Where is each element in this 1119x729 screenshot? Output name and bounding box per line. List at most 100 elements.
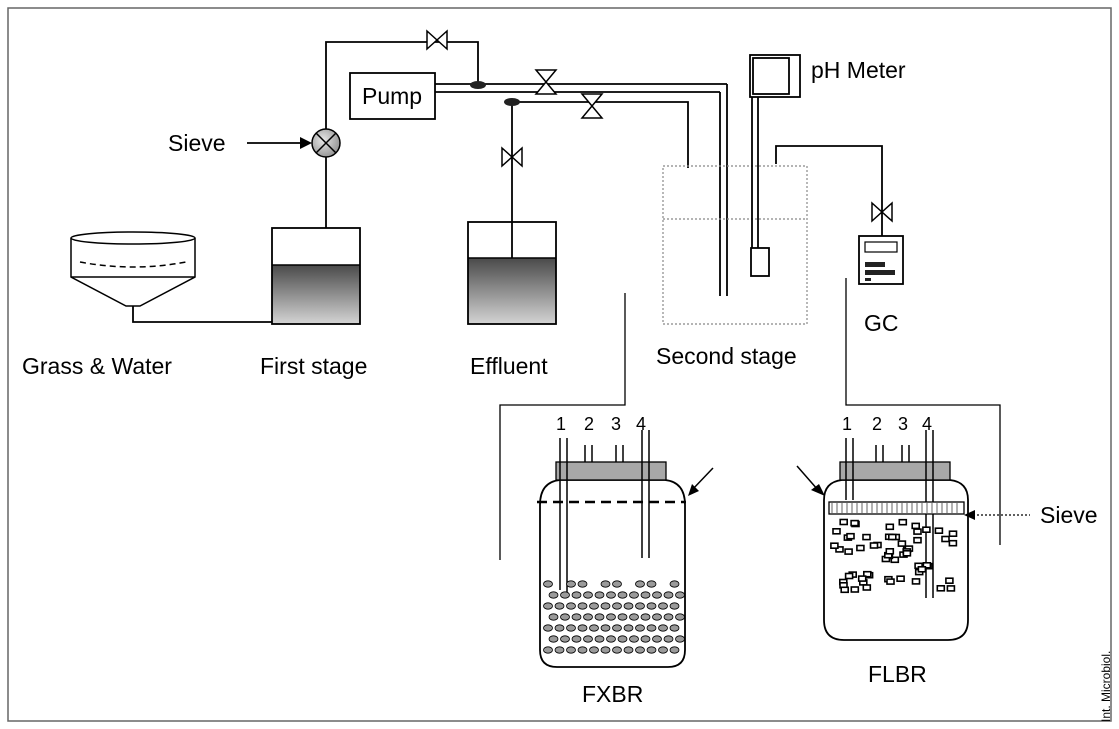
flbr-label: FLBR xyxy=(868,661,927,687)
fxbr-label: FXBR xyxy=(582,681,643,707)
packing-bead xyxy=(554,646,565,654)
junction-dot xyxy=(504,98,520,106)
packing-bead xyxy=(629,591,639,599)
grass-water-label: Grass & Water xyxy=(22,353,172,379)
second-stage-label: Second stage xyxy=(656,343,797,369)
gc-device xyxy=(858,235,904,285)
carrier-particle xyxy=(850,586,860,593)
packing-bead xyxy=(600,580,611,588)
packing-bead xyxy=(663,591,674,599)
packing-bead xyxy=(583,635,593,643)
carrier-particles xyxy=(830,518,958,594)
arrow-line xyxy=(691,467,714,491)
fxbr-port-1: 1 xyxy=(556,414,566,434)
packing-bead xyxy=(658,624,668,632)
arrow-line xyxy=(796,465,819,491)
packing-bead xyxy=(669,646,680,654)
carrier-particle xyxy=(890,556,900,564)
packing-bead xyxy=(577,624,588,632)
packing-bead xyxy=(640,613,651,621)
first-stage-label: First stage xyxy=(260,353,367,379)
carrier-particle xyxy=(911,578,921,585)
packing-bead xyxy=(640,591,651,599)
carrier-particle xyxy=(862,570,872,578)
first-stage-tank xyxy=(271,227,361,325)
packing-bead xyxy=(663,613,674,621)
carrier-particle xyxy=(913,536,922,544)
carrier-particle xyxy=(946,585,956,592)
packing-bead xyxy=(566,602,576,610)
packing-bead xyxy=(583,613,593,621)
carrier-particle xyxy=(902,549,912,557)
flbr-port-1: 1 xyxy=(842,414,852,434)
pump-label: Pump xyxy=(362,83,422,109)
packing-bead xyxy=(548,591,559,599)
carrier-particle xyxy=(945,577,954,585)
packing-bead xyxy=(635,646,645,654)
carrier-particle xyxy=(922,526,931,534)
packing-bead xyxy=(669,624,680,632)
packing-bead xyxy=(612,624,622,632)
carrier-particle xyxy=(896,575,905,583)
packing-bead xyxy=(577,602,588,610)
arrowhead-icon xyxy=(688,484,699,496)
sieve-label-right: Sieve xyxy=(1040,502,1098,528)
pipe-network xyxy=(132,41,883,323)
packing-bead xyxy=(617,591,628,599)
packing-bead xyxy=(543,646,553,654)
packing-bead xyxy=(635,624,645,632)
packing-bead xyxy=(606,635,616,643)
effluent-tank xyxy=(467,221,557,325)
packing-bead xyxy=(577,580,588,588)
junction-dot xyxy=(470,81,486,89)
carrier-particle xyxy=(948,539,958,547)
packing-bead xyxy=(589,602,599,610)
packing-bead xyxy=(594,613,605,621)
sieve-label: Sieve xyxy=(168,130,226,156)
carrier-particle xyxy=(897,540,907,547)
packing-bead xyxy=(566,624,576,632)
flbr-port-2: 2 xyxy=(872,414,882,434)
packing-bead xyxy=(589,646,599,654)
carrier-particle xyxy=(948,530,958,538)
feed-funnel xyxy=(70,231,196,307)
packing-bead xyxy=(623,602,634,610)
packing-bead xyxy=(646,602,657,610)
packing-bead xyxy=(594,591,605,599)
packing-bead xyxy=(612,580,622,588)
packing-beads xyxy=(543,580,685,654)
packing-bead xyxy=(571,613,582,621)
packing-bead xyxy=(669,580,680,588)
packing-bead xyxy=(543,602,553,610)
figure-frame xyxy=(7,7,1112,722)
packing-bead xyxy=(560,635,570,643)
pump-box xyxy=(349,72,436,120)
flbr-reactor xyxy=(823,430,969,641)
packing-bead xyxy=(629,613,639,621)
fxbr-port-3: 3 xyxy=(611,414,621,434)
effluent-label: Effluent xyxy=(470,353,548,379)
packing-bead xyxy=(554,602,565,610)
packing-bead xyxy=(600,646,611,654)
packing-bead xyxy=(566,646,576,654)
packing-bead xyxy=(600,624,611,632)
packing-bead xyxy=(675,591,685,599)
packing-bead xyxy=(543,580,553,588)
carrier-particle xyxy=(857,575,867,582)
second-stage-box xyxy=(662,165,808,325)
packing-bead xyxy=(617,635,628,643)
packing-bead xyxy=(623,624,634,632)
carrier-particle xyxy=(869,542,879,549)
packing-bead xyxy=(646,580,657,588)
carrier-particle xyxy=(887,533,897,541)
packing-bead xyxy=(629,635,639,643)
ph-meter-device xyxy=(749,54,801,277)
packing-bead xyxy=(600,602,611,610)
packing-bead xyxy=(543,624,553,632)
packing-bead xyxy=(606,613,616,621)
carrier-particle xyxy=(922,561,932,569)
credit-label: Int. Microbiol. xyxy=(1099,651,1113,722)
packing-bead xyxy=(652,635,662,643)
packing-bead xyxy=(571,591,582,599)
